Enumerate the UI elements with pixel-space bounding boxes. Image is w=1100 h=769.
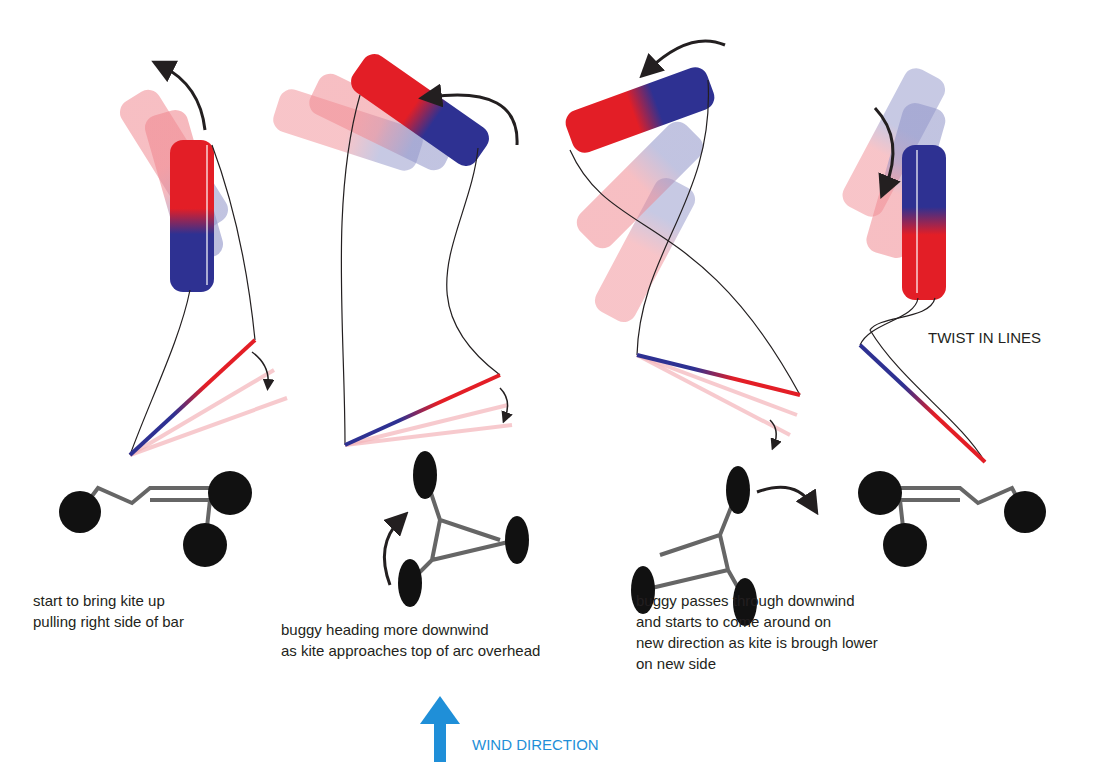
motion-arrow [757, 487, 812, 505]
flying-line [447, 148, 500, 375]
flying-line [130, 290, 190, 455]
buggy-wheel [726, 466, 750, 514]
wind-arrow-shaft [434, 722, 446, 762]
buggy-wheel [398, 559, 422, 607]
buggy-wheel [883, 523, 927, 567]
buggy-wheel [59, 491, 101, 533]
ghost-bar [345, 405, 508, 445]
motion-arrow [162, 66, 205, 130]
kite [562, 64, 718, 157]
flying-line [212, 145, 255, 340]
kite [902, 145, 946, 300]
step-note: buggy passes through downwind and starts… [636, 590, 878, 674]
motion-arrow [430, 95, 517, 145]
buggy-wheel [1004, 491, 1046, 533]
kite-seam [916, 150, 917, 293]
callout-label: TWIST IN LINES [928, 327, 1041, 348]
flying-line [860, 298, 918, 345]
ghost-bar [637, 355, 797, 415]
wind-arrow-head [420, 696, 460, 724]
control-bar [637, 355, 800, 395]
motion-arrow [384, 520, 400, 585]
flying-line [870, 298, 985, 462]
buggy-wheel [858, 471, 902, 515]
buggy-wheel [505, 516, 529, 564]
wind-label: WIND DIRECTION [472, 734, 599, 755]
ghost-bar [130, 370, 274, 455]
kite-seam [206, 145, 207, 285]
flying-line [341, 95, 360, 445]
flying-line [637, 80, 708, 355]
kite [170, 140, 214, 292]
motion-arrow [648, 41, 725, 70]
flying-line [570, 150, 800, 395]
buggy-wheel [413, 451, 437, 499]
buggy-wheel [183, 523, 227, 567]
motion-arrow [770, 420, 776, 445]
control-bar [860, 345, 985, 462]
stage-four [838, 64, 1046, 567]
ghost-bar [637, 355, 790, 435]
step-note: start to bring kite up pulling right sid… [33, 590, 184, 632]
step-note: buggy heading more downwind as kite appr… [281, 619, 540, 661]
kite [346, 49, 494, 171]
motion-arrow [875, 108, 893, 188]
motion-arrow [500, 388, 508, 418]
control-bar [130, 340, 255, 455]
motion-arrow [252, 352, 268, 385]
stage-three [562, 41, 812, 626]
buggy-wheel [208, 471, 252, 515]
control-bar [345, 375, 500, 445]
stage-one [59, 66, 287, 567]
wind-arrow [420, 696, 460, 762]
stage-two [270, 49, 529, 607]
